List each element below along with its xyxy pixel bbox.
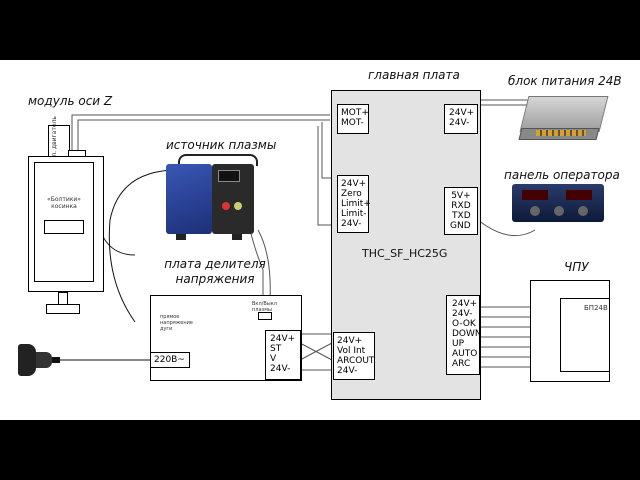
divider-title: плата делителя напряжения (164, 257, 266, 286)
operator-panel-title: панель оператора (504, 168, 620, 182)
divider-board-pin: 24V+ (270, 334, 296, 344)
cnc-pin: 24V+ (452, 299, 478, 309)
cnc-psu-label: БП24В (584, 304, 608, 312)
operator-panel (512, 184, 604, 222)
mot-pin: MOT- (341, 118, 364, 128)
psu-pin: 24V+ (449, 108, 475, 118)
panel-connector: 5V+ RXD TXD GND (444, 187, 478, 235)
z-limits-label: «Болтики» косинка (47, 196, 81, 210)
mot-pin: MOT+ (341, 108, 369, 118)
divider-connector-main: 24V+ Vol Int ARCOUT 24V- (333, 332, 375, 380)
cnc-pin: UP (452, 339, 465, 349)
cnc-pin: ARC (452, 359, 471, 369)
divider-pins-box: 24V+ ST V 24V- (265, 330, 301, 380)
divider-pin: 24V- (337, 366, 358, 376)
mains-box: 220В~ (150, 352, 190, 368)
divider-voltage-note: прямое напряжение дуги (160, 314, 193, 332)
plasma-title: источник плазмы (166, 138, 277, 152)
wiring-diagram: главная плата блок питания 24В модуль ос… (0, 60, 640, 420)
cnc-title: ЧПУ (564, 260, 589, 274)
z-axis-title: модуль оси Z (28, 94, 113, 108)
divider-pin: Vol Int (337, 346, 366, 356)
psu-unit (516, 90, 609, 142)
z-torch-base (46, 304, 80, 314)
limit-pin: Limit+ (341, 199, 371, 209)
divider-board-pin: V (270, 354, 277, 364)
mains-plug-icon (18, 342, 60, 378)
mot-connector: MOT+ MOT- (337, 104, 369, 134)
cnc-pin: 24V- (452, 309, 473, 319)
divider-relay (258, 312, 272, 320)
z-motor-label: эл. двигатель (51, 116, 58, 160)
cnc-connector: 24V+ 24V- O-OK DOWN UP AUTO ARC (446, 295, 482, 375)
divider-board-pin: ST (270, 344, 282, 354)
mains-label: 220В~ (154, 355, 185, 365)
wire-mot-plus (71, 114, 330, 155)
psu-pin: 24V- (449, 118, 470, 128)
divider-pin: ARCOUT (337, 356, 375, 366)
wire-mot-minus (77, 119, 330, 155)
divider-pin: 24V+ (337, 336, 363, 346)
divider-board-pin: 24V- (270, 364, 291, 374)
limit-connector: 24V+ Zero Limit+ Limit- 24V- (337, 175, 371, 233)
psu-connector: 24V+ 24V- (444, 104, 478, 134)
limit-pin: 24V+ (341, 179, 367, 189)
limit-pin: Limit- (341, 209, 367, 219)
board-model-label: THC_SF_HC25G (362, 247, 448, 260)
cnc-pin: O-OK (452, 319, 476, 329)
panel-pin: 5V+ (451, 191, 471, 201)
psu-title: блок питания 24В (508, 74, 622, 88)
limit-pin: Zero (341, 189, 362, 199)
main-board-title: главная плата (368, 68, 460, 82)
z-limit-switch (44, 220, 84, 234)
divider-switch-note: Вкл/Выкл плазмы (252, 301, 277, 313)
panel-pin: GND (450, 221, 471, 231)
panel-pin: RXD (451, 201, 471, 211)
cnc-inner (560, 298, 610, 372)
plasma-source (166, 154, 262, 246)
panel-pin: TXD (452, 211, 471, 221)
cnc-pin: DOWN (452, 329, 482, 339)
cnc-pin: AUTO (452, 349, 478, 359)
limit-pin: 24V- (341, 219, 362, 229)
